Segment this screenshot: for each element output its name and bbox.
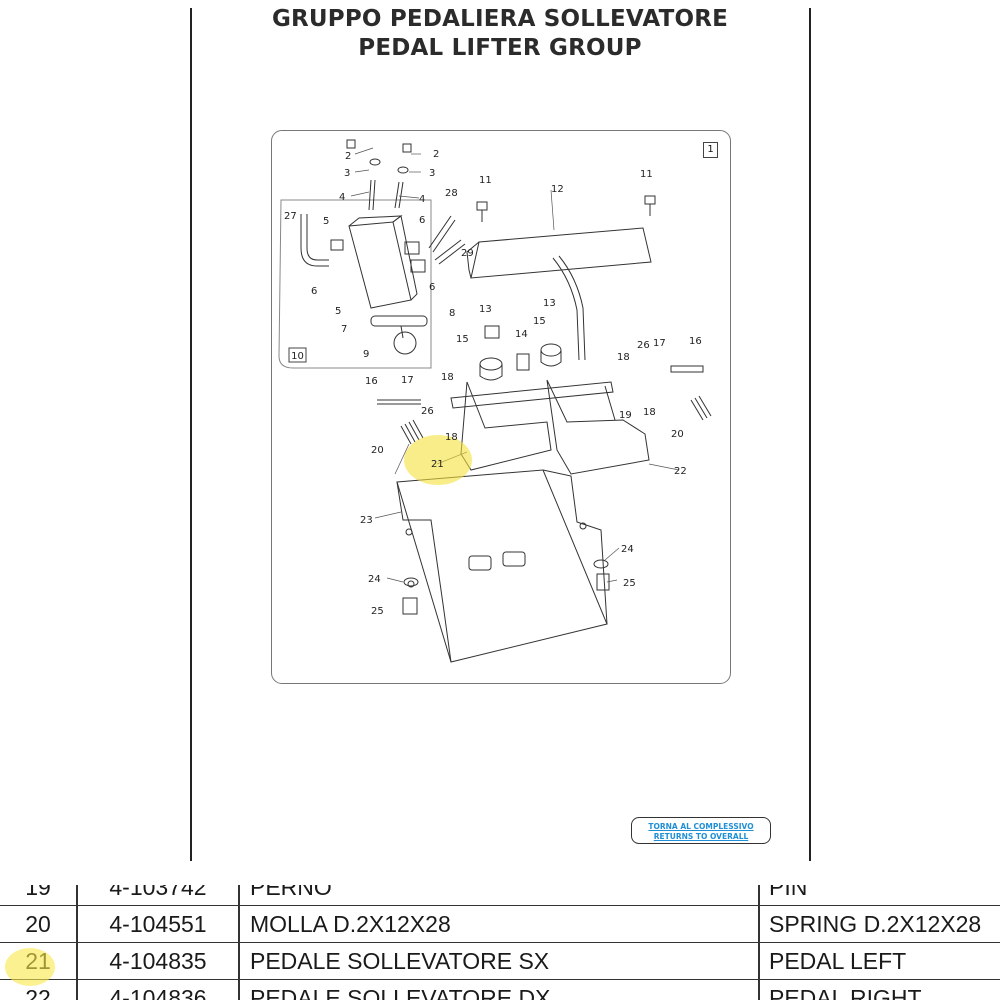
svg-text:18: 18 bbox=[441, 372, 454, 383]
pedal-right bbox=[546, 379, 650, 475]
svg-text:15: 15 bbox=[456, 334, 469, 345]
plate-12 bbox=[470, 227, 652, 279]
fitting-2a bbox=[346, 139, 356, 149]
svg-text:25: 25 bbox=[623, 578, 636, 589]
inset-number: 10 bbox=[291, 351, 304, 362]
valve-inset-box bbox=[278, 199, 432, 369]
table-row: 20 4-104551 MOLLA D.2X12X28 SPRING D.2X1… bbox=[0, 905, 1000, 943]
svg-text:22: 22 bbox=[674, 466, 687, 477]
knob bbox=[393, 331, 417, 355]
exploded-diagram-frame bbox=[271, 130, 731, 684]
part-code: 4-103742 bbox=[77, 885, 240, 906]
svg-text:24: 24 bbox=[621, 544, 634, 555]
svg-text:26: 26 bbox=[637, 340, 650, 351]
valve-block bbox=[348, 221, 412, 309]
svg-text:11: 11 bbox=[479, 175, 492, 186]
svg-text:13: 13 bbox=[543, 298, 556, 309]
diagram-reference-number: 1 bbox=[703, 142, 718, 158]
row-21-highlight bbox=[5, 948, 55, 986]
table-row-highlighted: 21 4-104835 PEDALE SOLLEVATORE SX PEDAL … bbox=[0, 942, 1000, 980]
part-description-english: PEDAL LEFT bbox=[759, 942, 1000, 980]
svg-text:20: 20 bbox=[671, 429, 684, 440]
svg-text:20: 20 bbox=[371, 445, 384, 456]
svg-text:4: 4 bbox=[419, 194, 425, 205]
svg-text:4: 4 bbox=[339, 192, 345, 203]
svg-text:16: 16 bbox=[689, 336, 702, 347]
part-description-italian: PEDALE SOLLEVATORE SX bbox=[239, 942, 760, 980]
svg-text:9: 9 bbox=[363, 349, 369, 360]
svg-text:6: 6 bbox=[311, 286, 317, 297]
part-description-english: SPRING D.2X12X28 bbox=[759, 905, 1000, 943]
part-position: 19 bbox=[0, 885, 78, 906]
svg-text:3: 3 bbox=[344, 168, 350, 179]
part-description-english: PEDAL RIGHT bbox=[759, 979, 1000, 1000]
svg-text:18: 18 bbox=[617, 352, 630, 363]
svg-text:26: 26 bbox=[421, 406, 434, 417]
svg-text:19: 19 bbox=[619, 410, 632, 421]
svg-text:7: 7 bbox=[341, 324, 347, 335]
return-link-english: RETURNS TO OVERALL bbox=[653, 831, 749, 841]
callout-21-highlight bbox=[404, 435, 472, 485]
svg-text:21: 21 bbox=[431, 459, 444, 470]
svg-text:14: 14 bbox=[515, 329, 528, 340]
table-row: 22 4-104836 PEDALE SOLLEVATORE DX PEDAL … bbox=[0, 979, 1000, 1000]
svg-text:6: 6 bbox=[419, 215, 425, 226]
svg-text:27: 27 bbox=[284, 211, 297, 222]
svg-text:28: 28 bbox=[445, 188, 458, 199]
part-code: 4-104551 bbox=[77, 905, 240, 943]
svg-text:8: 8 bbox=[449, 308, 455, 319]
shaft bbox=[450, 381, 614, 409]
svg-text:24: 24 bbox=[368, 574, 381, 585]
svg-text:17: 17 bbox=[653, 338, 666, 349]
svg-text:17: 17 bbox=[401, 375, 414, 386]
svg-text:2: 2 bbox=[433, 149, 439, 160]
svg-text:3: 3 bbox=[429, 168, 435, 179]
part-description-italian: PEDALE SOLLEVATORE DX bbox=[239, 979, 760, 1000]
part-description-english: PIN bbox=[759, 885, 1000, 906]
elbow-fitting bbox=[300, 214, 329, 267]
fitting-2b bbox=[402, 143, 412, 153]
part-description-italian: PERNO bbox=[239, 885, 760, 906]
svg-text:6: 6 bbox=[429, 282, 435, 293]
svg-text:5: 5 bbox=[323, 216, 329, 227]
page-left-border bbox=[190, 8, 192, 861]
return-to-overall-link[interactable]: TORNA AL COMPLESSIVO RETURNS TO OVERALL bbox=[631, 817, 771, 844]
svg-text:18: 18 bbox=[445, 432, 458, 443]
svg-text:23: 23 bbox=[360, 515, 373, 526]
part-code: 4-104836 bbox=[77, 979, 240, 1000]
svg-text:13: 13 bbox=[479, 304, 492, 315]
svg-text:25: 25 bbox=[371, 606, 384, 617]
base-plate bbox=[396, 469, 608, 663]
svg-text:18: 18 bbox=[643, 407, 656, 418]
catalog-page: GRUPPO PEDALIERA SOLLEVATORE PEDAL LIFTE… bbox=[190, 6, 811, 861]
page-title-italian: GRUPPO PEDALIERA SOLLEVATORE bbox=[271, 6, 729, 32]
svg-text:29: 29 bbox=[461, 248, 474, 259]
svg-text:5: 5 bbox=[335, 306, 341, 317]
part-code: 4-104835 bbox=[77, 942, 240, 980]
table-row: 19 4-103742 PERNO PIN bbox=[0, 885, 1000, 906]
parts-table: 19 4-103742 PERNO PIN 20 4-104551 MOLLA … bbox=[0, 885, 1000, 1000]
svg-text:11: 11 bbox=[640, 169, 653, 180]
part-description-italian: MOLLA D.2X12X28 bbox=[239, 905, 760, 943]
svg-text:12: 12 bbox=[551, 184, 564, 195]
svg-text:15: 15 bbox=[533, 316, 546, 327]
return-link-italian: TORNA AL COMPLESSIVO bbox=[648, 822, 754, 831]
part-position: 20 bbox=[0, 905, 78, 943]
page-title-english: PEDAL LIFTER GROUP bbox=[358, 35, 642, 61]
svg-text:16: 16 bbox=[365, 376, 378, 387]
svg-text:2: 2 bbox=[345, 151, 351, 162]
page-right-border bbox=[809, 8, 811, 861]
